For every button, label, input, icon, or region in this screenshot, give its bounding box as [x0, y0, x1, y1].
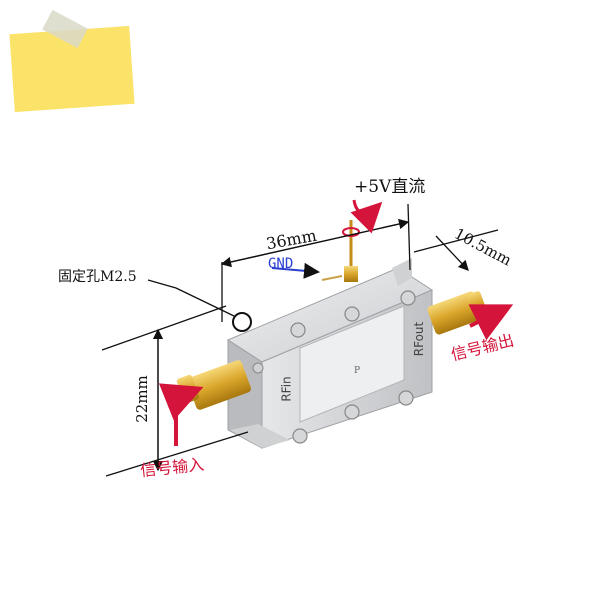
height-dimension-label: 22mm	[132, 375, 151, 423]
amplifier-housing	[226, 258, 434, 449]
signal-arrows	[158, 199, 514, 446]
mount-hole-label: 固定孔M2.5	[58, 269, 137, 285]
power-pin	[321, 220, 360, 282]
rf-in-label: RFin	[279, 376, 294, 402]
rf-output-connector	[427, 291, 487, 335]
center-mark: P	[354, 366, 361, 376]
rf-out-label: RFout	[412, 321, 427, 357]
power-label: +5V直流	[354, 177, 426, 197]
gnd-label: GND	[268, 256, 294, 272]
sticky-note	[9, 9, 135, 113]
